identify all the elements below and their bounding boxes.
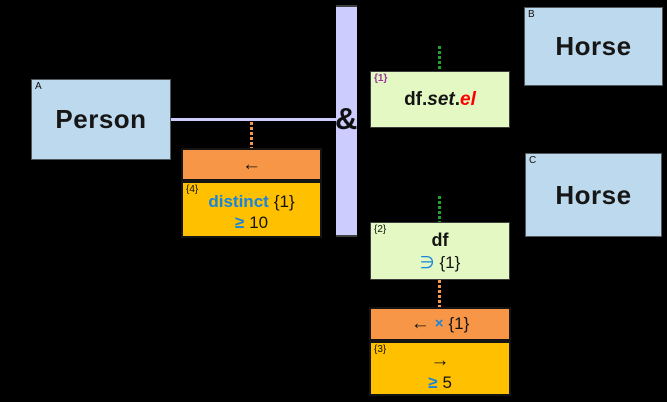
connector-dotted-green-fact1 (438, 46, 441, 71)
junction-and-symbol: & (335, 101, 358, 136)
connector-dotted-orange-mid (438, 280, 441, 307)
fact2-tag: {2} (374, 224, 387, 235)
constraint3-min: ≥5 (428, 373, 452, 393)
constraint-box-distinct[interactable]: {4} distinct{1} ≥10 (181, 181, 322, 238)
role-mid-expression: ←×{1} (410, 313, 470, 335)
constraint4-tag: {4} (186, 184, 199, 195)
fact2-membership: ∋{1} (419, 252, 461, 272)
entity-horse-bottom[interactable]: C Horse (525, 153, 662, 237)
fact-box-df[interactable]: {2} df ∋{1} (370, 222, 510, 280)
fact2-name: df (431, 230, 449, 251)
fact1-tag: {1} (374, 73, 388, 84)
entity-horse-bottom-tag: C (529, 155, 537, 166)
entity-horse-bottom-label: Horse (555, 179, 632, 210)
entity-horse-top[interactable]: B Horse (524, 7, 663, 86)
fact1-expression: df.set.el (404, 88, 476, 110)
entity-person-label: Person (55, 104, 147, 134)
entity-person[interactable]: A Person (31, 79, 171, 160)
constraint-box-mid[interactable]: {3} → ≥5 (369, 341, 511, 396)
junction-bar (336, 5, 357, 237)
constraint3-arrow: → (430, 349, 450, 371)
person-junction-line (171, 118, 336, 121)
entity-person-tag: A (35, 81, 42, 92)
entity-horse-top-label: Horse (555, 31, 632, 61)
role-box-left[interactable]: ← (181, 148, 322, 181)
constraint3-tag: {3} (374, 344, 387, 355)
fact-box-df-set-el[interactable]: {1} df.set.el (370, 71, 510, 128)
constraint4-rule: distinct{1} (208, 191, 295, 211)
constraint4-min: ≥10 (234, 213, 269, 232)
connector-dotted-orange-left (250, 122, 253, 148)
entity-horse-top-tag: B (528, 9, 535, 20)
role-left-arrow: ← (242, 153, 261, 175)
role-box-mid[interactable]: ←×{1} (369, 307, 511, 341)
connector-dotted-green-fact2 (438, 196, 441, 222)
